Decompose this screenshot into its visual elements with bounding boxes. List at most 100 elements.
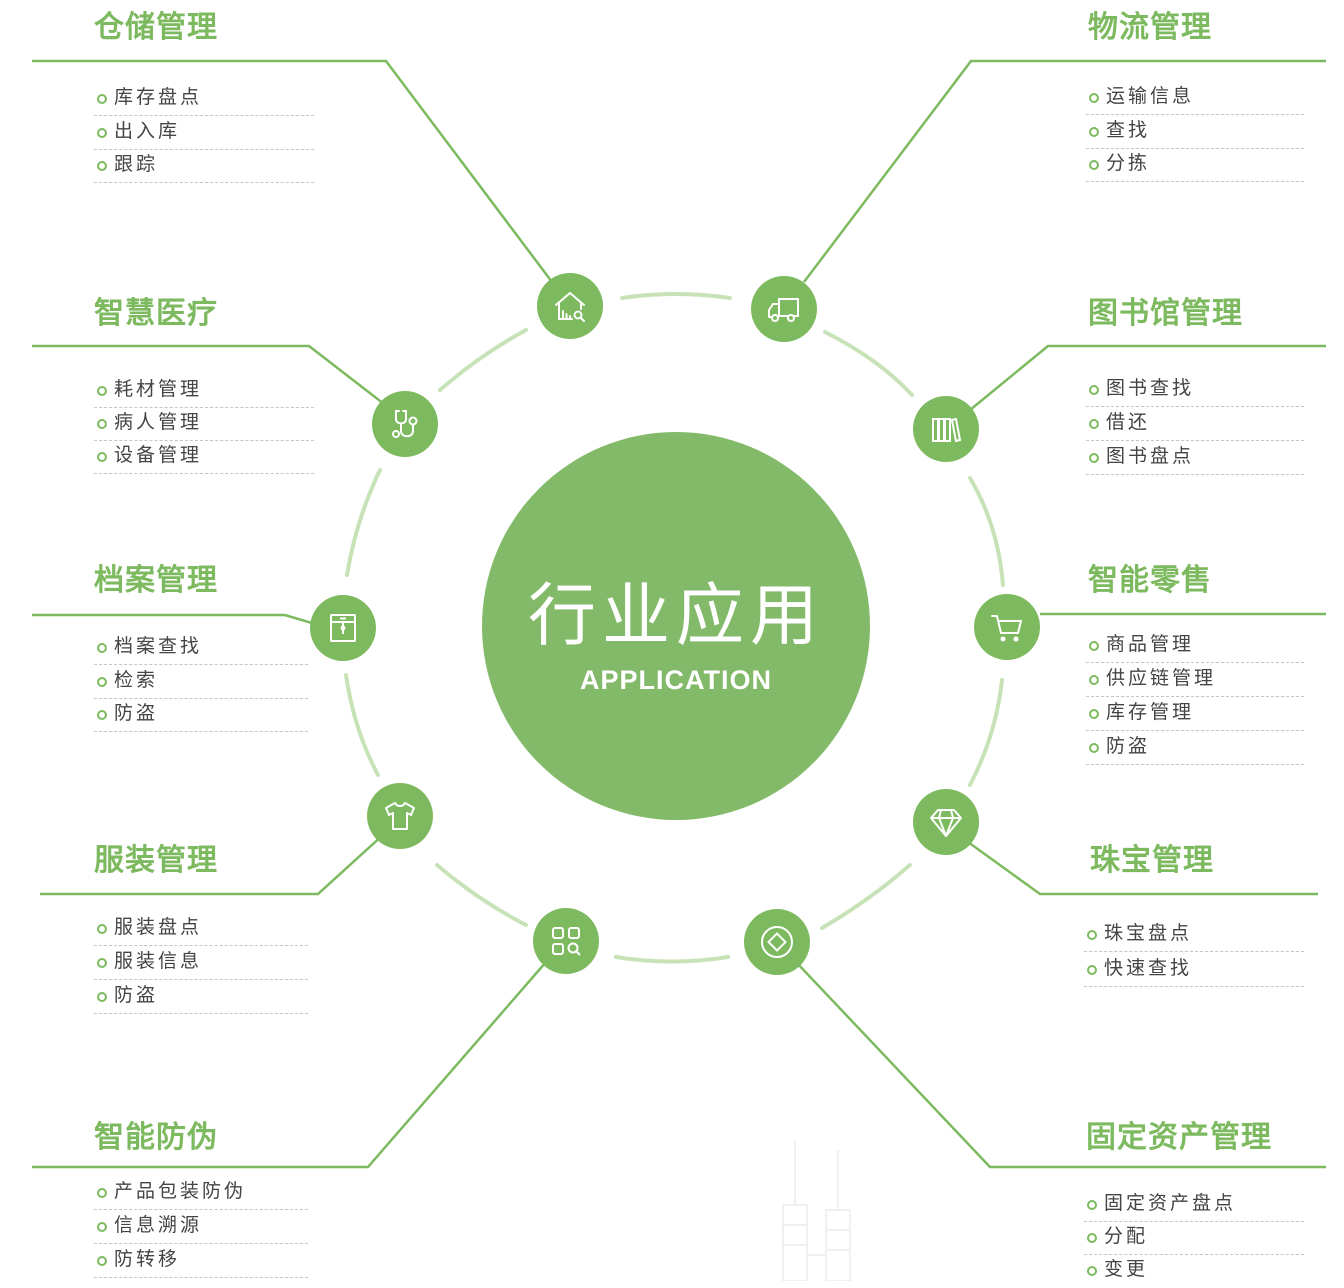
bullet-icon <box>1087 930 1097 940</box>
list-item: 防转移 <box>94 1244 308 1278</box>
list-item: 检索 <box>94 665 308 699</box>
asset-tag-icon <box>761 926 793 958</box>
section-title-assets: 固定资产管理 <box>1086 1120 1272 1155</box>
list-item: 出入库 <box>94 116 314 150</box>
node-library[interactable] <box>913 396 979 462</box>
shopping-cart-icon <box>991 615 1022 642</box>
list-item: 快速查找 <box>1084 953 1304 987</box>
list-item: 变更 <box>1084 1254 1304 1288</box>
books-icon <box>932 417 962 443</box>
leader-line-logistics <box>803 59 1326 283</box>
bullet-icon <box>1089 160 1099 170</box>
leader-line-anticounterfeit <box>32 961 547 1169</box>
tower-watermark <box>782 1140 851 1281</box>
list-item: 设备管理 <box>94 440 314 474</box>
center-circle: 行业应用 APPLICATION <box>482 432 870 820</box>
list-item: 防盗 <box>94 698 308 732</box>
node-archive[interactable] <box>310 595 376 661</box>
truck-icon <box>768 298 799 322</box>
bullet-icon <box>97 1256 107 1266</box>
bullet-icon <box>97 958 107 968</box>
leader-line-library <box>969 344 1326 411</box>
bullet-icon <box>1089 675 1099 685</box>
bullet-icon <box>1089 419 1099 429</box>
bullet-icon <box>1089 385 1099 395</box>
list-item: 分配 <box>1084 1221 1304 1255</box>
section-title-logistics: 物流管理 <box>1088 10 1212 45</box>
list-item: 查找 <box>1086 115 1304 149</box>
qr-scan-icon <box>552 927 581 956</box>
section-title-retail: 智能零售 <box>1088 563 1212 598</box>
list-item: 运输信息 <box>1086 81 1304 115</box>
leader-line-warehouse <box>32 59 553 283</box>
bullet-icon <box>1089 127 1099 137</box>
list-item: 固定资产盘点 <box>1084 1188 1304 1222</box>
node-jewelry[interactable] <box>913 789 979 855</box>
bullet-icon <box>97 161 107 171</box>
node-logistics[interactable] <box>751 276 817 342</box>
ring-arc <box>823 330 914 397</box>
leader-line-jewelry <box>967 840 1318 896</box>
bullet-icon <box>97 643 107 653</box>
list-item: 库存管理 <box>1086 697 1304 731</box>
list-item: 防盗 <box>94 980 308 1014</box>
ring-arc <box>435 863 528 927</box>
list-item: 借还 <box>1086 407 1304 441</box>
ring-arc <box>968 476 1005 587</box>
list-item: 商品管理 <box>1086 629 1304 663</box>
bullet-icon <box>97 419 107 429</box>
list-item: 产品包装防伪 <box>94 1176 308 1210</box>
ring-arc <box>620 292 732 300</box>
bullet-icon <box>1087 965 1097 975</box>
bullet-icon <box>97 924 107 934</box>
list-item: 珠宝盘点 <box>1084 918 1304 952</box>
bullet-icon <box>97 128 107 138</box>
warehouse-search-icon <box>555 292 585 322</box>
bullet-icon <box>97 1188 107 1198</box>
archive-box-icon <box>330 614 356 642</box>
node-anticounterfeit[interactable] <box>533 908 599 974</box>
node-medical[interactable] <box>372 391 438 457</box>
leader-line-archive <box>32 613 316 626</box>
bullet-icon <box>1089 709 1099 719</box>
center-subtitle: APPLICATION <box>580 665 772 695</box>
section-title-library: 图书馆管理 <box>1088 296 1243 331</box>
list-item: 防盗 <box>1086 731 1304 765</box>
list-item: 病人管理 <box>94 407 314 441</box>
bullet-icon <box>1089 453 1099 463</box>
bullet-icon <box>97 386 107 396</box>
leader-line-clothing <box>40 833 385 896</box>
leader-line-medical <box>32 344 385 405</box>
list-item: 服装盘点 <box>94 912 308 946</box>
diamond-icon <box>930 809 962 837</box>
bullet-icon <box>97 710 107 720</box>
section-title-clothing: 服装管理 <box>94 843 218 878</box>
node-assets[interactable] <box>744 909 810 975</box>
section-title-jewelry: 珠宝管理 <box>1090 843 1214 878</box>
bullet-icon <box>97 677 107 687</box>
ring-arc <box>614 955 730 964</box>
node-clothing[interactable] <box>367 783 433 849</box>
tshirt-icon <box>385 802 415 830</box>
bullet-icon <box>1089 743 1099 753</box>
bullet-icon <box>1089 93 1099 103</box>
list-item: 分拣 <box>1086 148 1304 182</box>
list-item: 档案查找 <box>94 631 308 665</box>
list-item: 信息溯源 <box>94 1210 308 1244</box>
section-title-medical: 智慧医疗 <box>94 296 218 331</box>
stethoscope-icon <box>392 410 418 438</box>
section-title-warehouse: 仓储管理 <box>94 10 218 45</box>
ring-arc <box>344 673 380 777</box>
node-warehouse[interactable] <box>537 273 603 339</box>
list-item: 图书查找 <box>1086 373 1304 407</box>
center-title: 行业应用 <box>527 577 824 656</box>
bullet-icon <box>1087 1200 1097 1210</box>
list-item: 耗材管理 <box>94 374 314 408</box>
list-item: 供应链管理 <box>1086 663 1304 697</box>
bullet-icon <box>1087 1266 1097 1276</box>
list-item: 图书盘点 <box>1086 441 1304 475</box>
bullet-icon <box>97 94 107 104</box>
node-retail[interactable] <box>974 594 1040 660</box>
bullet-icon <box>97 452 107 462</box>
